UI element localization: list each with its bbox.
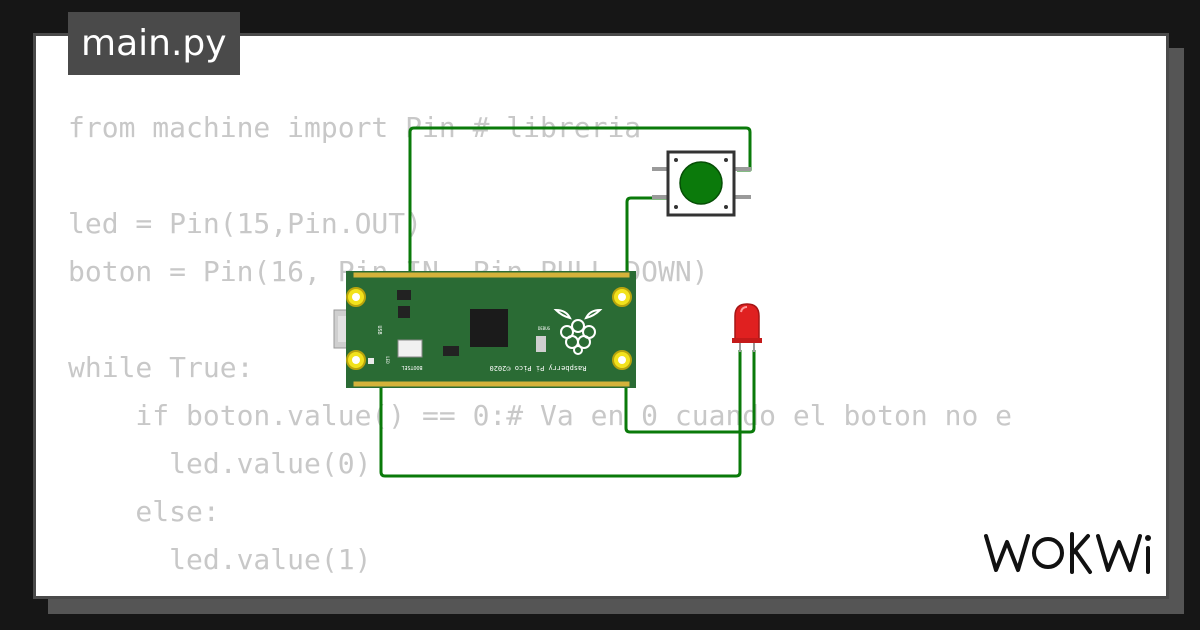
bootsel-label: BOOTSEL <box>401 364 422 370</box>
button-corner <box>674 205 678 209</box>
wire-pico-to-led-cathode[interactable] <box>624 350 756 434</box>
pushbutton[interactable] <box>652 150 751 217</box>
code-line: else: <box>68 495 220 528</box>
chip-small <box>397 290 411 300</box>
wire-pico-to-button-top[interactable] <box>408 126 752 282</box>
pico-board[interactable]: Raspberry Pi Pico ©2020 BOOTSEL USB LED … <box>333 271 636 388</box>
wire-pico-to-led-anode[interactable] <box>379 350 742 478</box>
chip-small <box>398 306 410 318</box>
led-bulb <box>734 303 760 341</box>
wire-pico-to-button-bottom[interactable] <box>625 196 667 282</box>
button-leg <box>735 167 751 171</box>
wokwi-logo: WOKWI <box>984 532 1151 574</box>
debug-pads <box>536 336 546 352</box>
button-corner <box>724 205 728 209</box>
code-line: led.value(0) <box>68 447 372 480</box>
button-leg <box>652 167 668 171</box>
led-label: LED <box>385 356 390 364</box>
led-highlight <box>740 306 748 313</box>
led-flange <box>732 338 762 343</box>
pin-headers <box>352 271 631 388</box>
button-corner <box>674 158 678 162</box>
button-leg <box>652 195 668 199</box>
flash-chip <box>443 346 459 356</box>
wokwi-logo-text: WOKWI <box>1059 552 1074 557</box>
rp2040-chip <box>470 309 508 347</box>
raspberry-logo-icon <box>553 308 603 355</box>
button-cap[interactable] <box>679 161 723 205</box>
button-corner <box>724 158 728 162</box>
code-line: while True: <box>68 351 254 384</box>
code-line: from machine import Pin # libreria <box>68 111 642 144</box>
code-line: led = Pin(15,Pin.OUT) <box>68 207 423 240</box>
button-leg <box>735 195 751 199</box>
usb-label: USB <box>376 325 382 334</box>
code-line: led.value(1) <box>68 543 372 576</box>
debug-label: DEBUG <box>538 326 551 331</box>
wires <box>379 126 756 478</box>
code-listing: from machine import Pin # libreria led =… <box>68 104 1012 584</box>
board-brand-label: Raspberry Pi Pico ©2020 <box>490 364 587 372</box>
red-led[interactable] <box>732 303 762 352</box>
file-tab[interactable]: main.py <box>68 12 240 75</box>
code-line: if boton.value() == 0:# Va en 0 cuando e… <box>68 399 1013 432</box>
onboard-led <box>368 358 374 364</box>
bootsel-button[interactable] <box>397 339 423 358</box>
